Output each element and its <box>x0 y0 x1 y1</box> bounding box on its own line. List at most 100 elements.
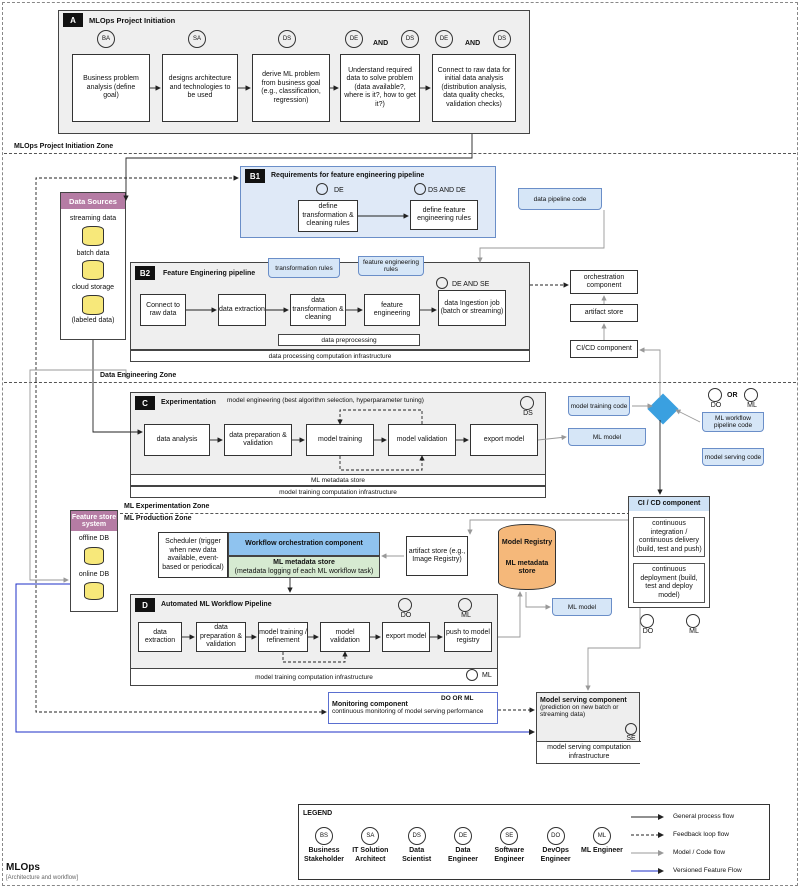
workflow-metadata: ML metadata store (metadata logging of e… <box>228 556 380 578</box>
person-icon: BA <box>97 30 115 48</box>
step-connect-raw: Connect to raw data for initial data ana… <box>432 54 516 122</box>
step-d-extraction: data extraction <box>138 622 182 652</box>
feature-store-panel: Feature store system offline DB online D… <box>70 510 118 612</box>
workflow-metadata-sub: (metadata logging of each ML workflow ta… <box>234 567 374 575</box>
data-sources-title: Data Sources <box>61 193 125 209</box>
step-model-validation: model validation <box>388 424 456 456</box>
step-d-push: push to model registry <box>444 622 492 652</box>
step-d-validation: model validation <box>320 622 370 652</box>
role-label: DO <box>400 612 412 619</box>
infra-label: data processing computation infrastructu… <box>130 350 530 362</box>
legend-flow-label: Feedback loop flow <box>673 831 730 838</box>
monitoring-roles: DO OR ML <box>441 695 474 702</box>
cicd-component-small: CI/CD component <box>570 340 638 358</box>
person-icon <box>458 598 472 612</box>
person-icon: SA <box>188 30 206 48</box>
zone-label: Data Engineering Zone <box>100 372 177 379</box>
doc-model-training-code: model training code <box>568 396 630 416</box>
step-export-model: export model <box>470 424 538 456</box>
serving-title: Model serving component <box>540 697 627 704</box>
doc-workflow-code: ML workflow pipeline code <box>702 412 764 432</box>
legend-role: BS Business Stakeholder <box>303 827 345 864</box>
step-data-analysis: data analysis <box>144 424 210 456</box>
person-icon: DE <box>435 30 453 48</box>
legend-title: LEGEND <box>303 810 333 817</box>
person-icon: DS <box>493 30 511 48</box>
role-label: ML <box>461 612 471 619</box>
legend-panel: LEGEND BS Business Stakeholder SA IT Solut… <box>298 804 770 880</box>
legend-role-name: Business Stakeholder <box>303 847 345 863</box>
role-de: DE <box>434 30 454 48</box>
store-label: online DB <box>78 570 110 578</box>
legend-flow-label: General process flow <box>673 813 735 820</box>
person-icon: DS <box>407 827 426 845</box>
monitoring-title: Monitoring component <box>332 701 408 708</box>
model-registry-title: Model Registry <box>501 539 553 546</box>
section-badge: B2 <box>135 266 155 280</box>
legend-flow-label: Versioned Feature Flow <box>673 867 742 874</box>
role-label: DE <box>334 187 344 194</box>
legend-flow-icons <box>631 814 664 874</box>
serving-sub: (prediction on new batch or streaming da… <box>540 704 619 718</box>
section-title: MLOps Project Initiation <box>89 16 176 25</box>
step-feature-engineering: feature engineering <box>364 294 420 326</box>
person-icon <box>436 277 448 289</box>
zone-label: MLOps Project Initiation Zone <box>14 143 114 150</box>
role-label: DS <box>523 410 533 417</box>
monitoring-component: Monitoring component continuous monitori… <box>328 692 498 724</box>
role-de: DE <box>344 30 364 48</box>
legend-role-name: Data Engineer <box>448 847 478 863</box>
or-label: OR <box>727 392 738 399</box>
role-label: ML <box>482 672 492 679</box>
footer-subtitle: [Architecture and workflow] <box>6 875 79 881</box>
legend-role-name: IT Solution Architect <box>352 847 389 863</box>
role-label: ML <box>747 402 757 409</box>
person-icon <box>520 396 534 410</box>
section-title: Requirements for feature engineering pip… <box>271 172 425 179</box>
person-icon <box>414 183 426 195</box>
person-icon: DO <box>546 827 565 845</box>
step-transformation: data transformation & cleaning <box>290 294 346 326</box>
legend-role: DE Data Engineer <box>442 827 484 864</box>
legend-roles: BS Business Stakeholder SA IT Solution Arc… <box>303 827 623 864</box>
monitoring-sub: continuous monitoring of model serving p… <box>332 708 484 715</box>
and-label: AND <box>465 40 481 47</box>
serving-infra: model serving computation infrastructure <box>537 741 641 763</box>
zone-divider <box>120 513 640 514</box>
orchestration-component: orchestration component <box>570 270 638 294</box>
database-icon <box>84 546 104 565</box>
role-label: SE <box>626 735 636 742</box>
section-title: Experimentation <box>161 399 216 406</box>
doc-transformation-rules: transformation rules <box>268 258 340 278</box>
person-icon <box>466 669 478 681</box>
data-sources-panel: Data Sources streaming data batch data c… <box>60 192 126 340</box>
person-icon: SA <box>361 827 380 845</box>
person-icon: DS <box>278 30 296 48</box>
legend-role-name: DevOps Engineer <box>540 847 571 863</box>
step-data-preparation: data preparation & validation <box>224 424 292 456</box>
database-icon <box>82 260 104 280</box>
person-icon: DE <box>345 30 363 48</box>
person-icon <box>744 388 758 402</box>
model-registry: Model Registry ML metadata store <box>498 524 556 590</box>
role-label: ML <box>689 628 699 635</box>
doc-serving-code: model serving code <box>702 448 764 466</box>
step-define-feature: define feature engineering rules <box>410 200 478 230</box>
doc-ml-model: ML model <box>568 428 646 446</box>
person-icon: BS <box>315 827 333 845</box>
database-icon <box>84 582 104 600</box>
role-label: DO <box>710 402 722 409</box>
section-title: Feature Enginering pipeline <box>163 270 256 277</box>
person-icon: DE <box>453 827 472 845</box>
section-badge: B1 <box>245 169 265 183</box>
artifact-store: artifact store <box>570 304 638 322</box>
person-icon <box>686 614 700 628</box>
artifact-store-registry: artifact store (e.g., Image Registry) <box>406 536 468 576</box>
legend-role: SA IT Solution Architect <box>349 827 391 864</box>
role-ds: DS <box>492 30 512 48</box>
database-icon <box>82 294 104 315</box>
source-label: batch data <box>76 249 110 257</box>
step-d-export: export model <box>382 622 430 652</box>
